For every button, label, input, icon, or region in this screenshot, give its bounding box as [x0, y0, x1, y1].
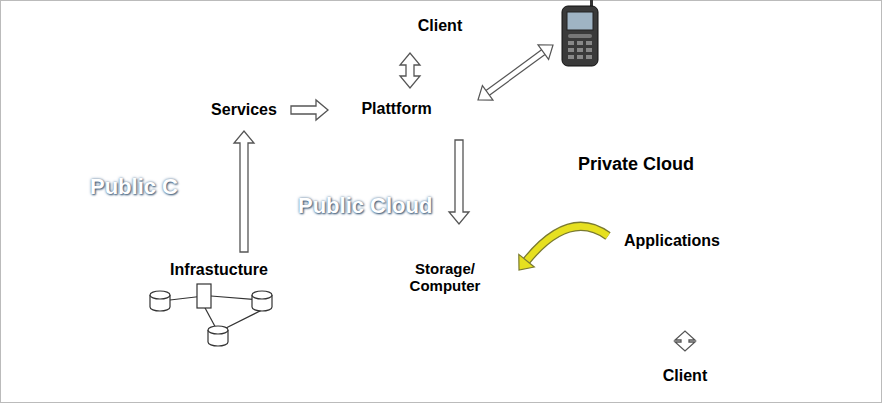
- block-arrow: [291, 100, 328, 120]
- node-label: Client: [418, 17, 462, 35]
- node-label: Infrastucture: [170, 261, 268, 279]
- platform-star: Plattform: [318, 76, 475, 142]
- network-icons: [150, 284, 272, 346]
- storage-cylinder: Storage/ Computer: [385, 222, 505, 318]
- node-label: Public C: [90, 174, 178, 199]
- node-label: Client: [663, 367, 707, 385]
- node-label: Services: [211, 101, 277, 119]
- curved-arrow: [519, 226, 608, 270]
- infrastructure-box: Infrastucture: [135, 255, 303, 365]
- node-label: Storage/ Computer: [393, 260, 497, 295]
- block-arrow: [400, 53, 420, 88]
- wireless-arrow: [478, 45, 553, 100]
- block-arrow: [234, 131, 254, 252]
- services-flag: Services: [200, 92, 288, 128]
- block-arrow: [449, 140, 469, 224]
- node-label: Applications: [624, 232, 720, 250]
- cloud-outline: [505, 80, 875, 335]
- node-label: Private Cloud: [578, 154, 694, 175]
- private-cloud: Private CloudApplications: [505, 80, 875, 335]
- public-cloud: Public Cloud: [190, 55, 580, 330]
- client-box: Client: [383, 5, 497, 48]
- mobile-phone: [562, 0, 598, 66]
- application-pages: Applications: [612, 212, 792, 286]
- block-arrow: [675, 331, 695, 351]
- client-box: Client: [597, 355, 773, 397]
- node-label: Plattform: [361, 100, 431, 118]
- node-label: Public Cloud: [298, 193, 432, 218]
- cloud-outline: [190, 55, 580, 330]
